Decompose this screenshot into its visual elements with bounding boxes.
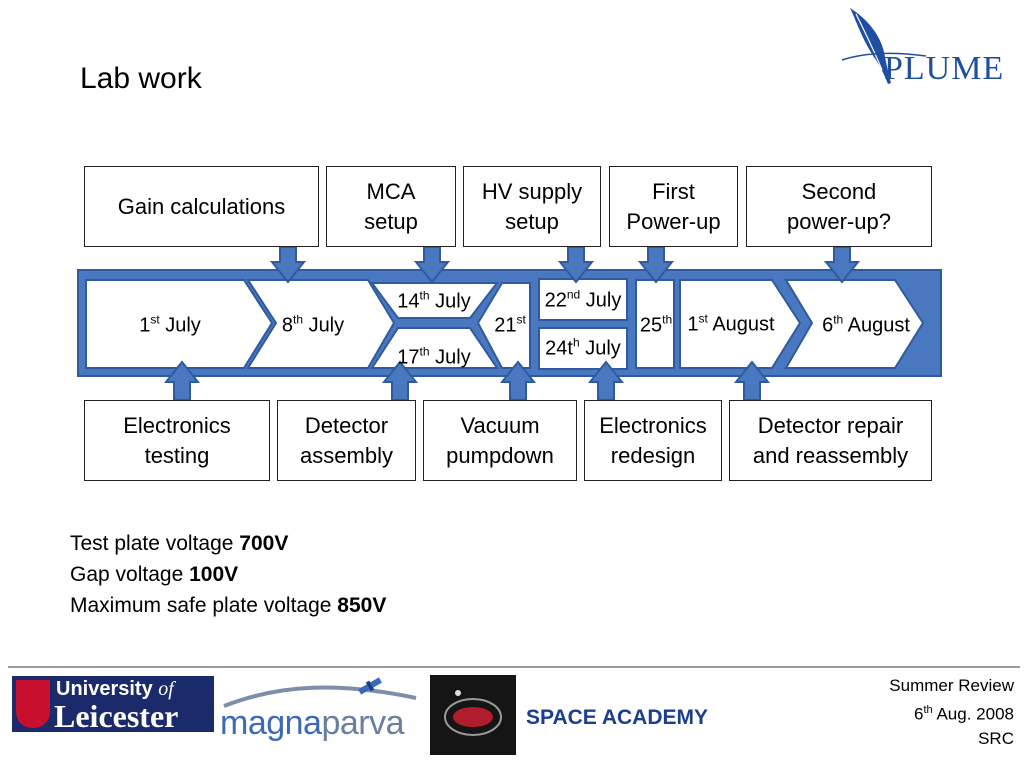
task-box-gain-calculations: Gain calculations <box>84 166 319 247</box>
task-box-vacuum-pumpdown: Vacuum pumpdown <box>423 400 577 481</box>
down-arrow-second-power <box>823 246 861 284</box>
date-label-24th-july: 24th July <box>545 335 621 360</box>
task-text: pumpdown <box>446 442 554 468</box>
up-arrow-electronics-redesign <box>587 360 625 401</box>
spec-line: Test plate voltage 700V <box>70 532 289 555</box>
task-text: redesign <box>610 442 696 468</box>
date-label-1st-august: 1st August <box>687 311 775 336</box>
box-25th <box>635 279 675 369</box>
up-arrow-detector-repair <box>733 360 771 401</box>
magnaparva-logo: magnaparva <box>220 672 424 748</box>
task-text: and reassembly <box>752 442 909 468</box>
crest-icon <box>16 680 50 728</box>
timeline-arrows <box>77 246 942 401</box>
up-arrow-vacuum <box>499 360 537 401</box>
plume-logo-text: PLUME <box>884 50 1005 87</box>
date-label-14th-july: 14th July <box>397 288 471 313</box>
task-text: HV supply <box>481 178 583 204</box>
task-text: Second <box>801 178 877 204</box>
task-text: assembly <box>300 442 393 468</box>
chevron-17th-july <box>370 327 499 369</box>
slide-title: Lab work <box>80 62 202 95</box>
task-text: testing <box>144 442 210 468</box>
task-text: Detector repair <box>757 412 904 438</box>
task-text: Vacuum <box>460 412 540 438</box>
task-text: setup <box>364 208 418 234</box>
up-arrow-electronics-testing <box>163 360 201 401</box>
chevron-1st-august <box>679 279 802 369</box>
task-box-hv-supply-setup: HV supply setup <box>463 166 601 247</box>
date-label-6th-august: 6th August <box>822 312 910 337</box>
chevron-6th-august <box>784 279 925 369</box>
down-arrow-mca <box>413 246 451 284</box>
task-box-second-power-up: Second power-up? <box>746 166 932 247</box>
down-arrow-first-power <box>637 246 675 284</box>
chevron-8th-july <box>246 279 396 369</box>
down-arrow-hv <box>557 246 595 284</box>
date-label-21st: 21st <box>494 312 526 337</box>
task-box-detector-repair: Detector repair and reassembly <box>729 400 932 481</box>
task-box-mca-setup: MCA setup <box>326 166 456 247</box>
satellite-icon <box>223 677 417 708</box>
date-label-17th-july: 17th July <box>397 344 471 369</box>
footer-divider <box>8 666 1020 668</box>
space-academy-text: SPACE ACADEMY <box>526 706 709 729</box>
timeline-diagram <box>77 246 942 401</box>
space-centre-emblem-icon <box>444 690 502 736</box>
task-text: Electronics <box>123 412 231 438</box>
box-24th-july <box>538 327 628 370</box>
task-text: Detector <box>304 412 389 438</box>
task-box-electronics-testing: Electronics testing <box>84 400 270 481</box>
date-label-22nd-july: 22nd July <box>544 287 622 312</box>
task-text: setup <box>505 208 559 234</box>
date-label-25th: 25th <box>639 312 673 337</box>
box-22nd-july <box>538 278 628 321</box>
footer-event: Summer Review <box>889 676 1014 695</box>
task-text: Power-up <box>626 208 721 234</box>
chevron-14th-july <box>370 282 500 319</box>
national-space-centre-logo <box>430 675 516 755</box>
task-text: power-up? <box>787 208 891 234</box>
spec-line: Maximum safe plate voltage 850V <box>70 594 387 617</box>
task-text: MCA <box>366 178 416 204</box>
task-box-electronics-redesign: Electronics redesign <box>584 400 722 481</box>
task-text: Electronics <box>599 412 707 438</box>
date-label-8th-july: 8th July <box>281 312 345 337</box>
up-arrow-detector-assembly <box>381 360 419 401</box>
footer-venue: SRC <box>978 728 1014 748</box>
voltage-specs: Test plate voltage 700V Gap voltage 100V… <box>70 528 386 621</box>
task-text: Gain calculations <box>117 193 286 219</box>
task-text: First <box>652 178 695 204</box>
plume-logo: PLUME <box>836 0 1016 92</box>
quill-icon <box>841 8 927 84</box>
spec-line: Gap voltage 100V <box>70 563 239 586</box>
university-of-leicester-logo: University of Leicester <box>12 676 214 734</box>
date-label-1st-july: 1st July <box>139 312 201 337</box>
down-arrow-gain <box>269 246 307 284</box>
footer-info: Summer Review 6th Aug. 2008 SRC <box>889 674 1014 751</box>
task-box-detector-assembly: Detector assembly <box>277 400 416 481</box>
footer-date: 6th Aug. 2008 <box>914 704 1014 724</box>
chevron-1st-july <box>85 279 274 369</box>
